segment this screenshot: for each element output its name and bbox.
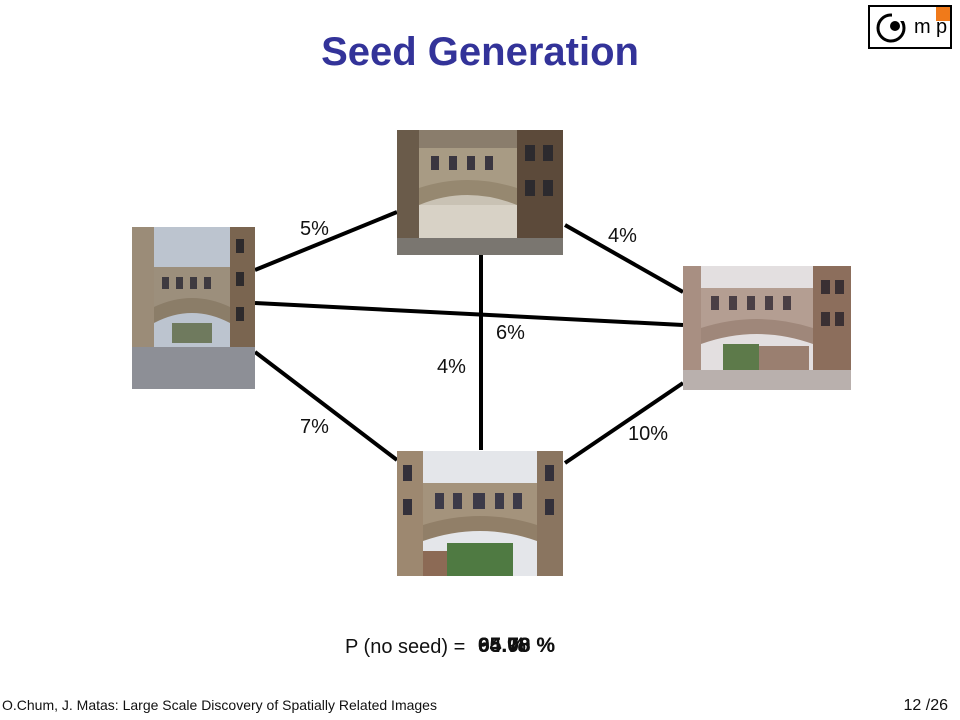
edge-left-right bbox=[254, 301, 684, 327]
footer-citation: O.Chum, J. Matas: Large Scale Discovery … bbox=[2, 697, 437, 713]
bridge-photo-icon bbox=[683, 266, 851, 390]
bridge-photo-icon bbox=[397, 451, 563, 576]
edge-label-left-right: 6% bbox=[496, 322, 525, 344]
edge-label-right-bottom: 10% bbox=[628, 423, 669, 445]
slide-title: Seed Generation bbox=[321, 30, 639, 74]
logo-letter-p: p bbox=[936, 16, 948, 38]
bridge-photo-icon bbox=[397, 130, 563, 255]
probability-value: 64.00 % bbox=[478, 634, 556, 657]
bridge-photo-icon bbox=[132, 227, 255, 389]
bridge-photo-right bbox=[683, 266, 851, 390]
edge-label-top-bottom: 4% bbox=[437, 356, 466, 378]
edge-left-top bbox=[254, 210, 398, 272]
probability-label: P (no seed) = bbox=[345, 636, 466, 658]
probability-value: 65.78 % bbox=[478, 634, 556, 657]
bridge-photo-top bbox=[397, 130, 563, 255]
logo-accent-square bbox=[936, 7, 950, 21]
logo-letter-m: m bbox=[914, 16, 931, 38]
bridge-photo-bottom bbox=[397, 451, 563, 576]
bridge-photo-left bbox=[132, 227, 255, 389]
cmp-logo: m p bbox=[868, 5, 952, 49]
edge-left-bottom bbox=[253, 350, 399, 462]
edge-right-bottom bbox=[563, 381, 685, 465]
page-number: 12 /26 bbox=[903, 697, 948, 714]
edge-top-right bbox=[564, 223, 684, 294]
eye-icon bbox=[876, 13, 912, 43]
edge-label-left-top: 5% bbox=[300, 218, 329, 240]
edge-label-top-right: 4% bbox=[608, 225, 637, 247]
edge-label-left-bottom: 7% bbox=[300, 416, 329, 438]
probability-value: 95 % bbox=[478, 634, 526, 657]
